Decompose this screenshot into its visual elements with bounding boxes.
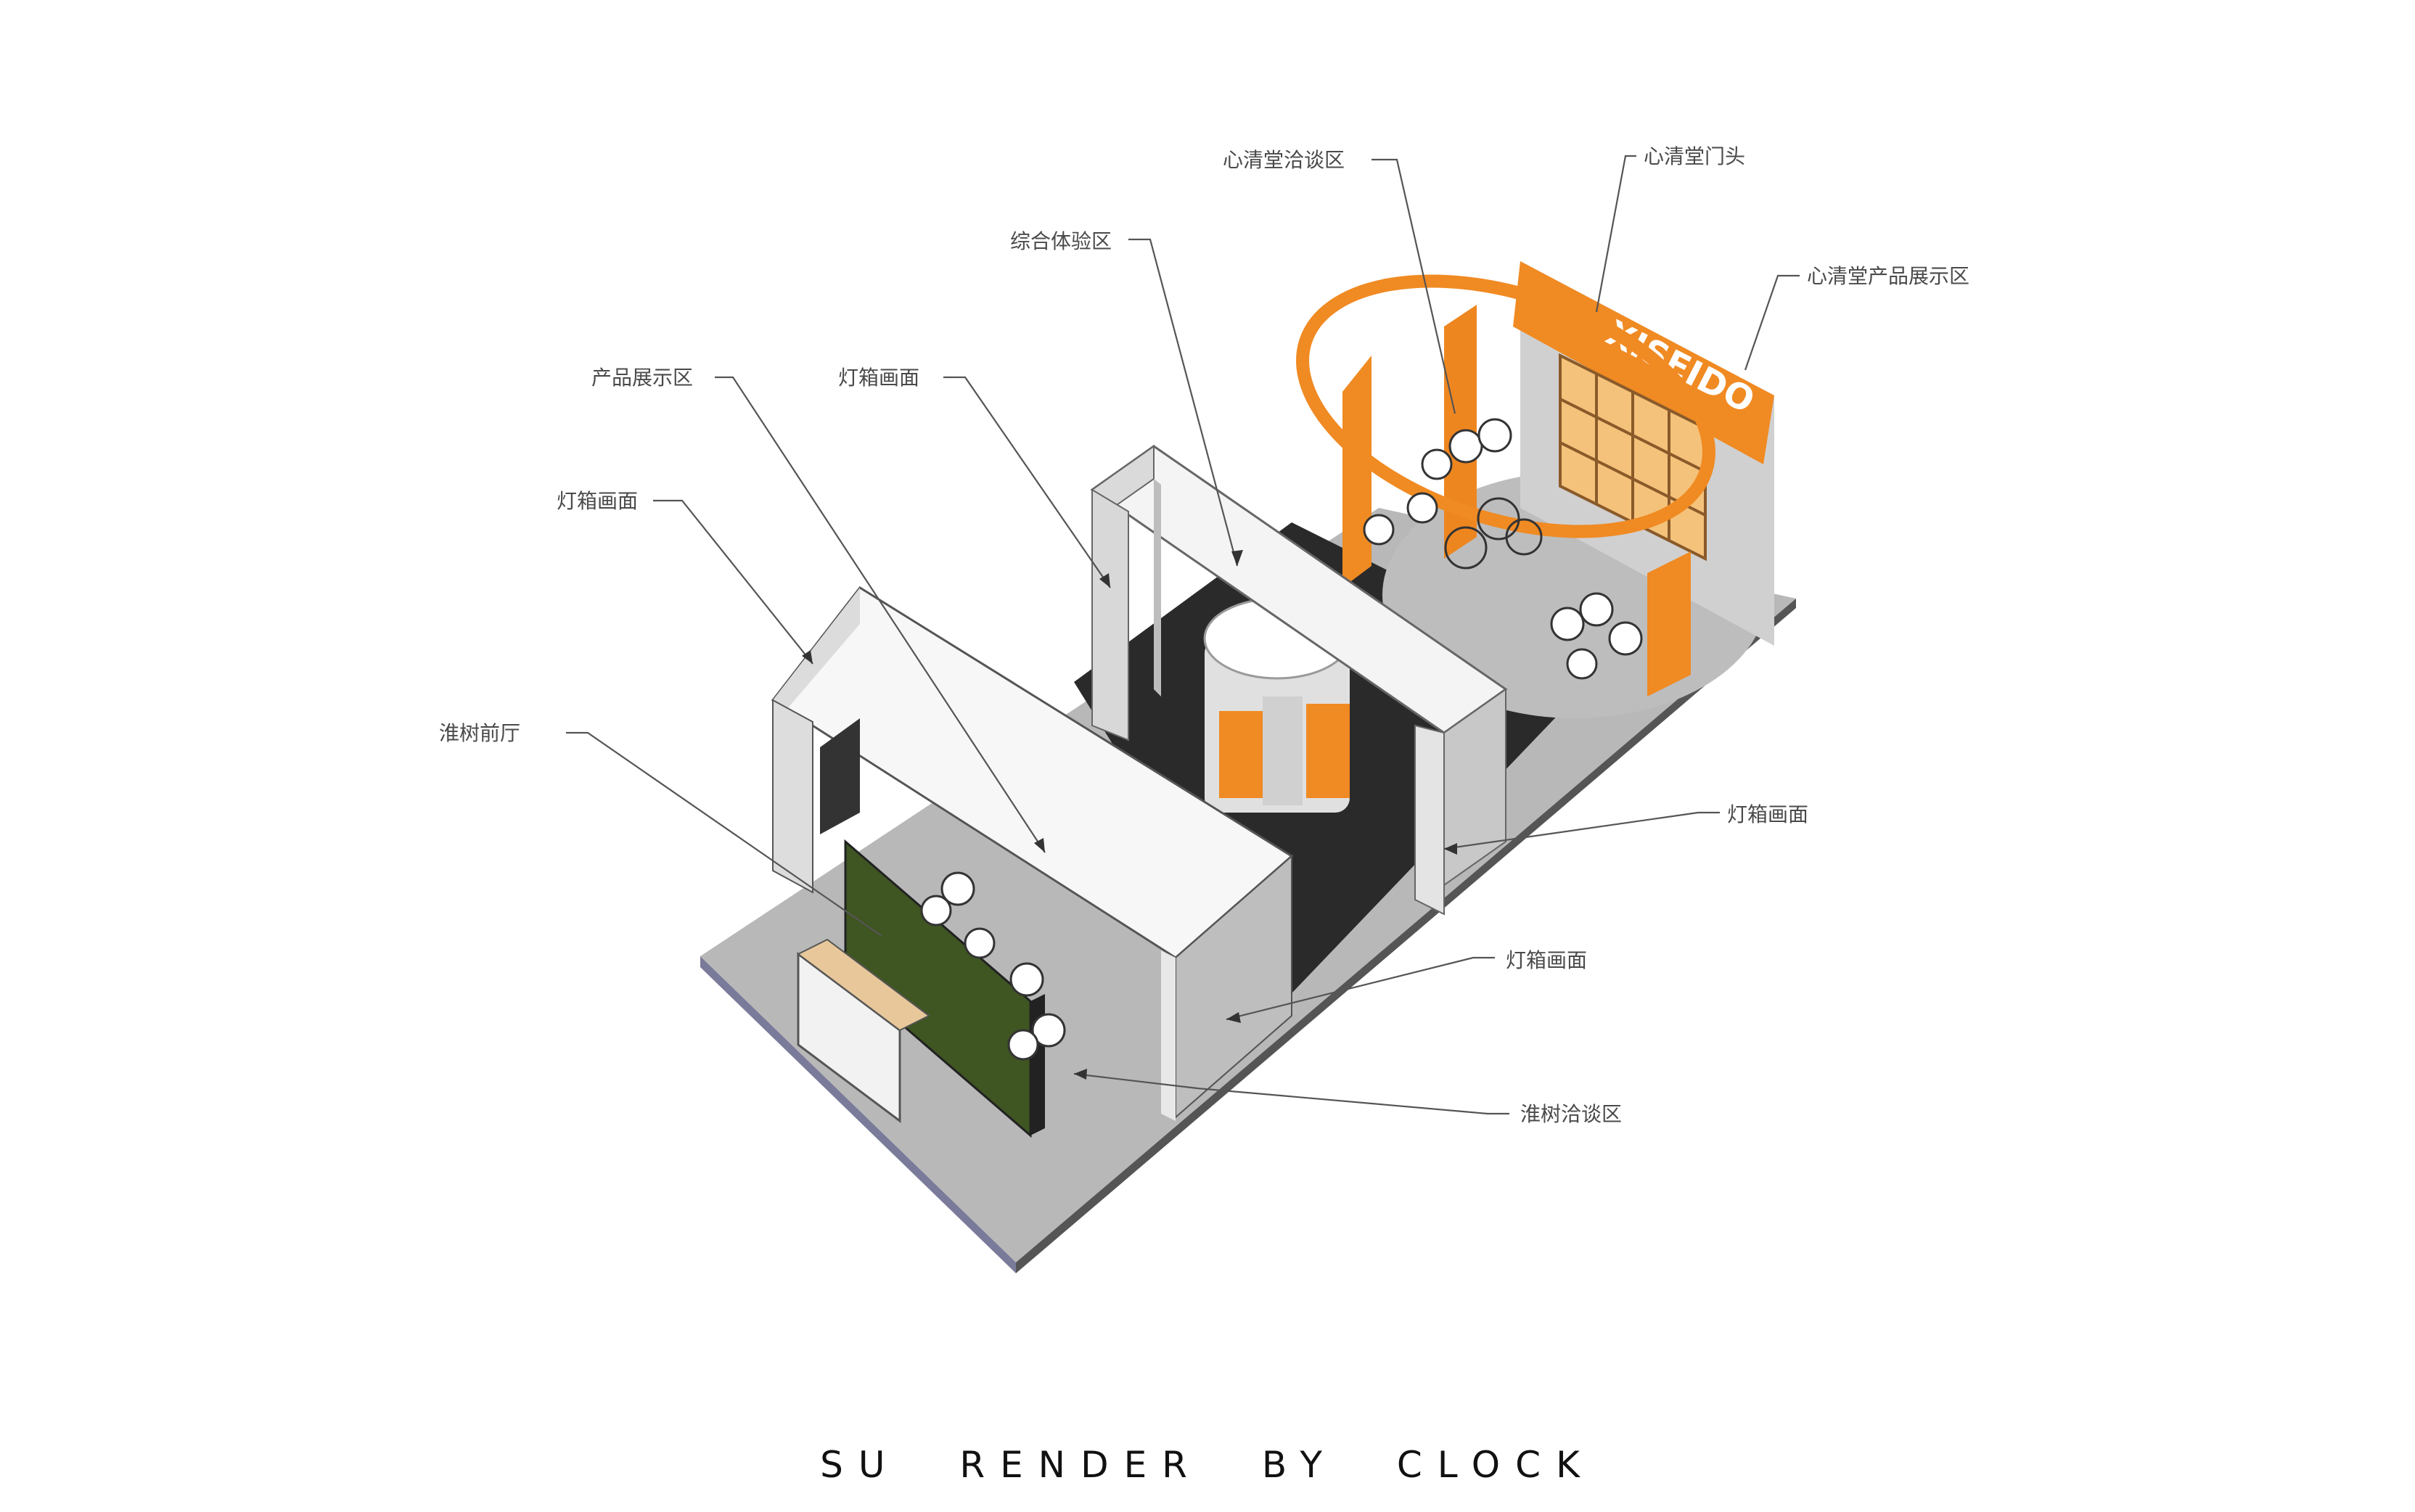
label-lightbox-4: 灯箱画面 bbox=[1506, 948, 1587, 972]
hs-lobby bbox=[797, 839, 1066, 1138]
label-experience: 综合体验区 bbox=[1010, 229, 1112, 253]
label-hs-lobby: 淮树前厅 bbox=[439, 721, 520, 745]
label-lightbox-1: 灯箱画面 bbox=[838, 366, 919, 390]
label-lightbox-2: 灯箱画面 bbox=[557, 489, 638, 513]
label-hs-talk: 淮树洽谈区 bbox=[1520, 1102, 1622, 1126]
callout-labels: 心清堂洽谈区 心清堂门头 心清堂产品展示区 综合体验区 产品展示区 灯箱画面 灯… bbox=[439, 144, 1969, 1126]
experience-pod bbox=[1203, 597, 1351, 813]
label-xqt-gate: 心清堂门头 bbox=[1644, 144, 1745, 168]
lightbox-arch-front bbox=[771, 586, 1294, 1121]
label-lightbox-3: 灯箱画面 bbox=[1727, 802, 1808, 826]
xqt-ring-header bbox=[1296, 274, 1715, 538]
footer-credit: SU RENDER BY CLOCK bbox=[820, 1444, 1595, 1486]
lightbox-arch-back bbox=[1090, 445, 1508, 916]
label-xqt-talk: 心清堂洽谈区 bbox=[1223, 148, 1345, 172]
label-xqt-product: 心清堂产品展示区 bbox=[1807, 264, 1969, 288]
label-product: 产品展示区 bbox=[591, 366, 693, 390]
leader-lines bbox=[566, 155, 1800, 1115]
xqt-furniture bbox=[1363, 418, 1643, 680]
